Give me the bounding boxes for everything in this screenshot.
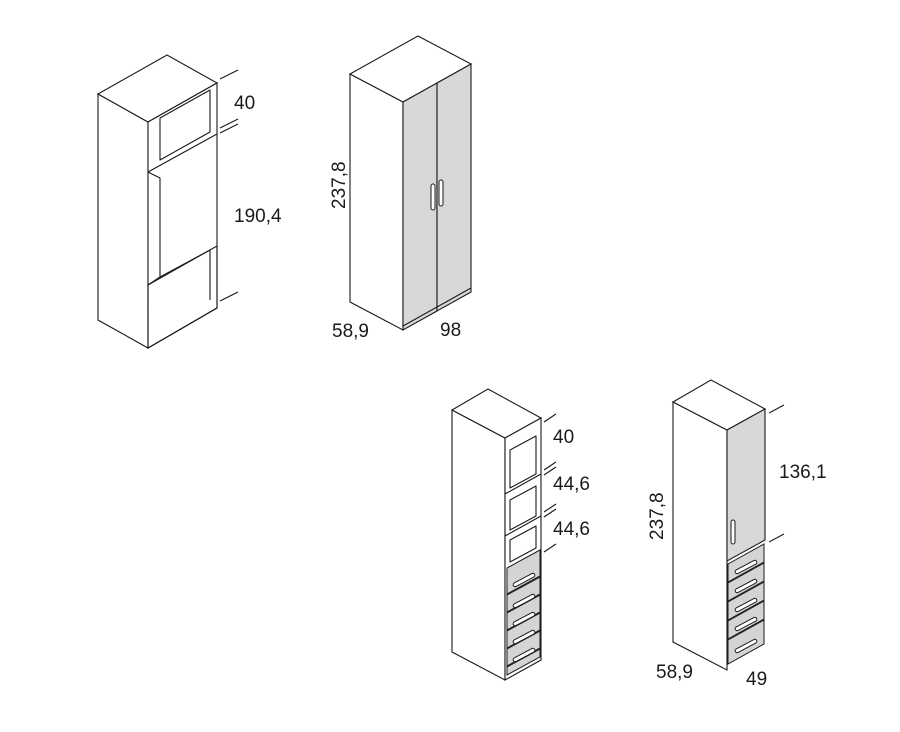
cabinet-open-frame: 40 190,4 xyxy=(96,54,282,349)
drawer-stack xyxy=(506,549,541,676)
dim-depth: 58,9 xyxy=(656,662,693,683)
dim-door-height: 136,1 xyxy=(779,462,827,483)
drawer-handle xyxy=(734,578,758,594)
dim-depth: 58,9 xyxy=(332,321,369,342)
dim-niche-low: 44,6 xyxy=(553,519,590,540)
unit-side-panel xyxy=(451,409,506,681)
unit-side-panel xyxy=(672,401,728,671)
inner-back-bottom xyxy=(147,249,211,300)
dim-tick xyxy=(219,69,239,80)
dim-niche-mid: 44,6 xyxy=(553,474,590,495)
right-door-handle xyxy=(438,179,444,207)
wardrobe-side-panel xyxy=(349,73,404,331)
unit-door xyxy=(726,408,766,562)
dim-height: 237,8 xyxy=(329,161,350,209)
dim-tick xyxy=(543,508,557,518)
inner-edge xyxy=(147,171,161,277)
dim-niche-top: 40 xyxy=(553,427,574,448)
left-door-handle xyxy=(430,183,436,211)
drawer-handle xyxy=(734,638,758,654)
dim-tick xyxy=(219,118,239,129)
drawer-handle xyxy=(734,616,758,632)
drawer-handle xyxy=(734,597,758,613)
dim-tick xyxy=(543,466,557,476)
wardrobe-two-door: 237,8 58,9 98 xyxy=(329,35,473,342)
single-door-drawer-unit: 237,8 136,1 58,9 49 xyxy=(647,379,827,690)
niche-low-opening xyxy=(509,525,537,563)
door-handle xyxy=(730,519,736,545)
drawer-stack xyxy=(727,543,765,665)
niche-top-opening xyxy=(509,435,537,489)
dim-tick xyxy=(543,503,557,513)
drawer-handle xyxy=(512,572,536,588)
drawer-handle xyxy=(734,559,758,575)
shelf-line xyxy=(504,515,542,537)
shelf-line xyxy=(504,473,542,495)
wardrobe-right-door xyxy=(436,63,472,312)
dim-tick xyxy=(219,291,239,302)
dim-main-opening: 190,4 xyxy=(234,206,282,227)
dim-tick xyxy=(543,543,557,553)
niche-mid-opening xyxy=(509,485,537,531)
dim-tick xyxy=(768,533,785,543)
dim-tick xyxy=(543,461,557,471)
dim-width: 49 xyxy=(746,669,767,690)
dim-tick xyxy=(543,413,557,423)
cabinet-side-panel xyxy=(97,93,149,349)
shelf-drawer-unit: 40 44,6 44,6 xyxy=(450,388,590,681)
top-niche-opening xyxy=(159,89,211,161)
cabinet-front-frame xyxy=(147,82,218,349)
shelf-line xyxy=(147,133,218,173)
dim-tick xyxy=(219,123,239,134)
plinth-line xyxy=(402,287,472,327)
dim-tick xyxy=(768,404,785,414)
dim-top-niche: 40 xyxy=(234,93,255,114)
dim-height: 237,8 xyxy=(647,492,668,540)
drawer-front xyxy=(506,648,541,676)
dim-width: 98 xyxy=(440,320,461,341)
